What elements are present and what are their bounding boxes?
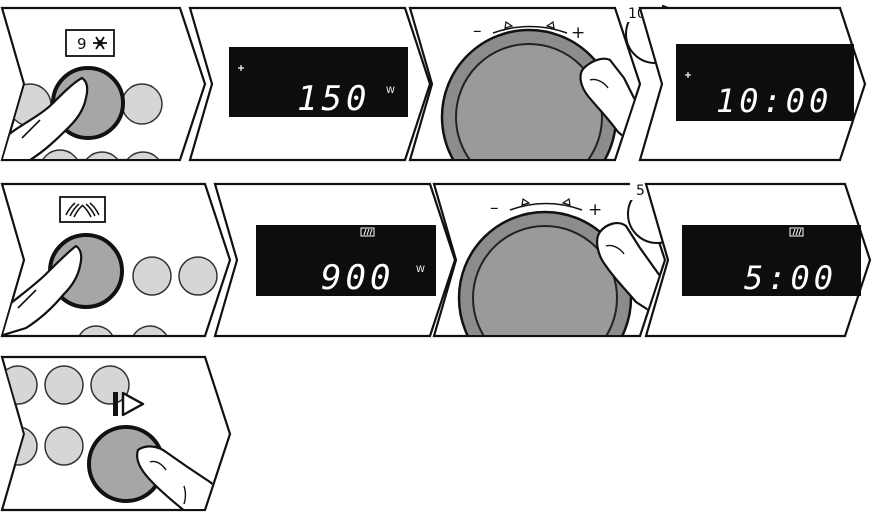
step-panel-microwave-button xyxy=(0,184,230,364)
step-panel-start-button xyxy=(0,357,232,512)
step-panel-time-display: 5:00 xyxy=(646,184,870,336)
dial-minus: – xyxy=(473,21,482,41)
step-panel-defrost-button: 9 xyxy=(0,8,205,192)
adjacent-button[interactable] xyxy=(122,84,162,124)
microwave-button-label-box xyxy=(60,197,105,222)
power-unit: W xyxy=(386,86,395,96)
time-value: 5:00 xyxy=(744,259,837,297)
defrost-button-label: 9 xyxy=(77,35,87,53)
step-panel-time-display: 10:00 xyxy=(640,8,865,160)
power-value: 900 xyxy=(321,258,394,298)
adjacent-button[interactable] xyxy=(133,257,171,295)
dial-minus: – xyxy=(490,198,499,218)
power-value: 150 xyxy=(297,79,370,119)
time-value: 10:00 xyxy=(716,82,832,120)
dial-plus: + xyxy=(571,23,585,43)
step-panel-power-display: 150 W xyxy=(190,8,430,160)
step-panel-power-display: 900 W xyxy=(215,184,455,336)
power-unit: W xyxy=(416,265,425,275)
step-panel-dial: – + 5' xyxy=(434,180,686,384)
dial-plus: + xyxy=(588,200,602,220)
step-panel-dial: – + 10' xyxy=(410,4,684,204)
